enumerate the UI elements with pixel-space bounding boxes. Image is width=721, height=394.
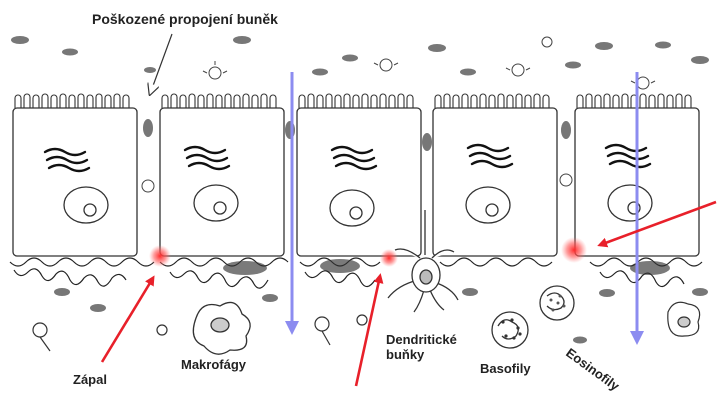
inflammation-pointer-1 [102,278,153,362]
basophil [492,312,528,348]
inflammation-pointer-2 [356,276,380,386]
lower-particles [54,288,708,344]
label-macrophages: Makrofágy [181,357,246,372]
junction-callout-arrow [150,34,172,94]
cell-nuclei [64,185,652,226]
lumen-small-cells [203,37,655,89]
lumen-particles [11,36,709,76]
label-inflammation: Zápal [73,372,107,387]
epithelial-cells [13,108,699,256]
dense-fiber-clusters [223,259,670,275]
label-dendritic-line2: buňky [386,347,457,362]
label-basophils: Basofily [480,361,531,376]
macrophage [193,302,250,354]
label-damaged-junction: Poškozené propojení buněk [92,12,278,27]
microvilli [15,94,691,108]
label-dendritic-line1: Dendritické [386,332,457,347]
label-dendritic-cells: Dendritické buňky [386,332,457,362]
eosinophil [540,286,574,320]
